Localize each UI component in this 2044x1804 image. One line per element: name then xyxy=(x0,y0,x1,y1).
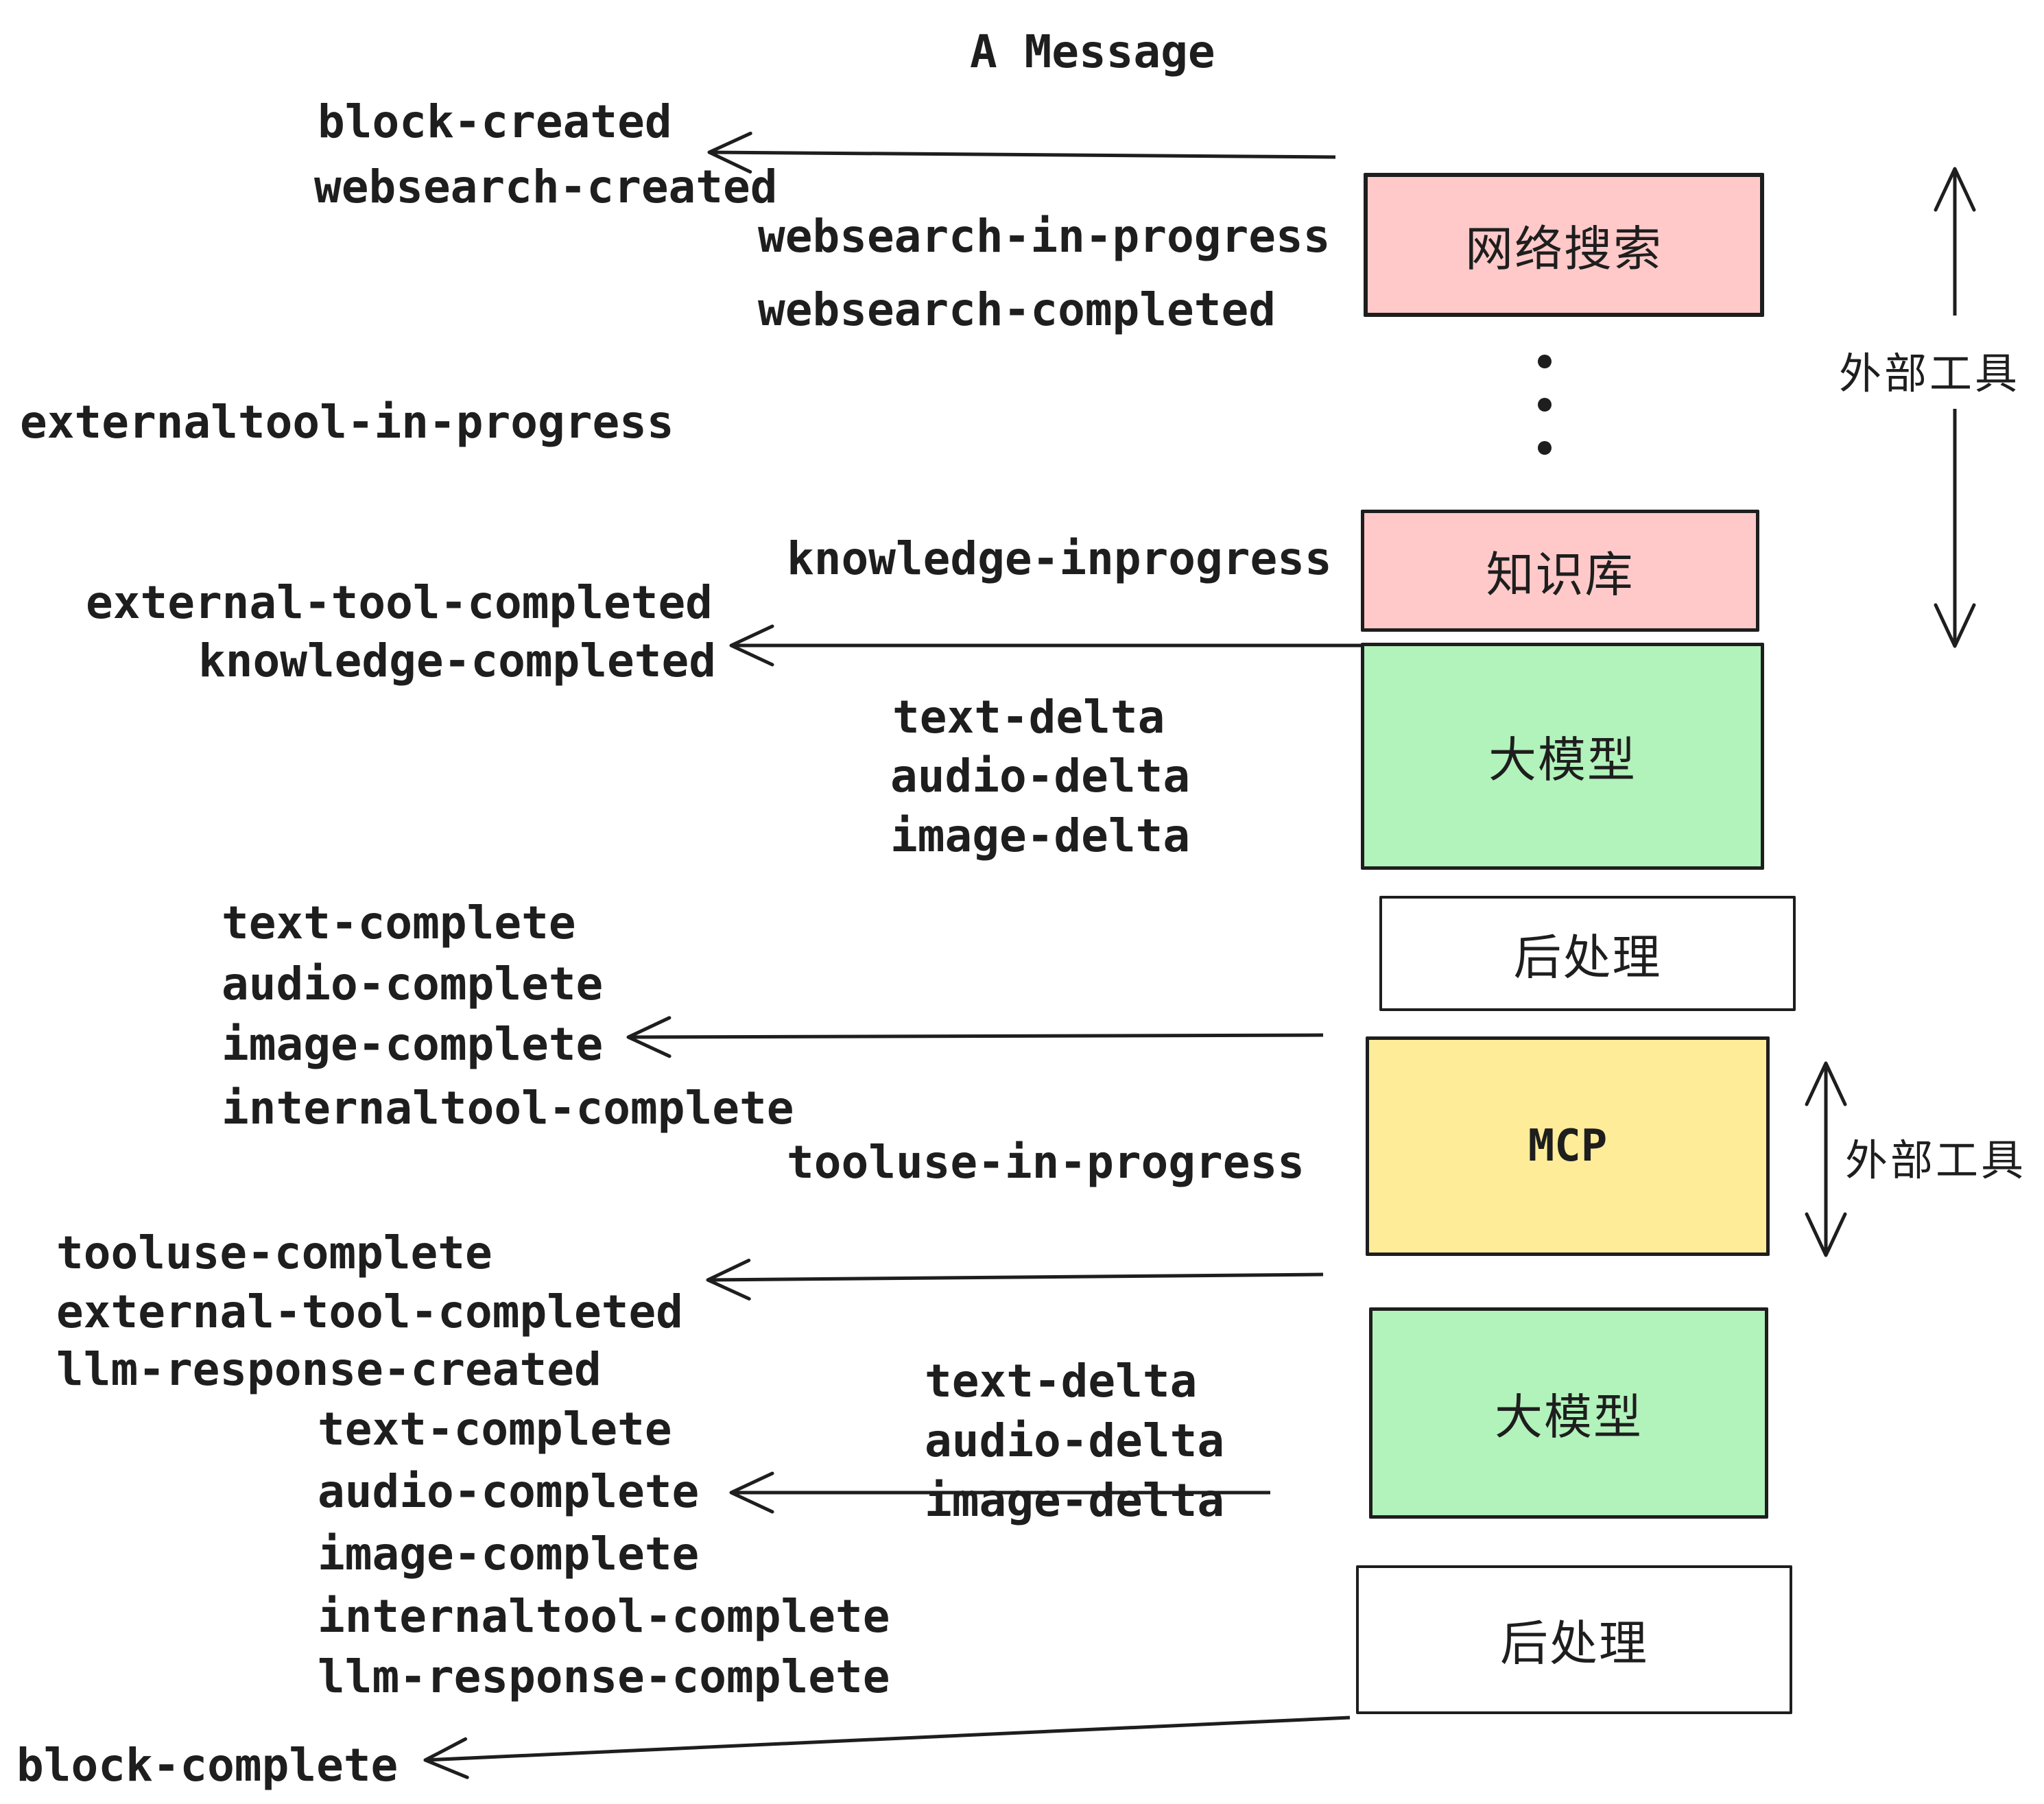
event-label-block-created: block-created xyxy=(318,95,672,148)
external-tool-label-bottom: 外部工具 xyxy=(1842,1126,2030,1187)
box-postprocess-2: 后处理 xyxy=(1356,1565,1792,1714)
event-label-audio-delta-2: audio-delta xyxy=(925,1414,1225,1467)
event-label-tooluse-complete: tooluse-complete xyxy=(56,1226,492,1279)
external-tool-label-top: 外部工具 xyxy=(1836,339,2023,401)
event-label-external-tool-completed-2: external-tool-completed xyxy=(56,1285,683,1338)
event-label-text-complete-2: text-complete xyxy=(318,1403,672,1456)
event-label-image-delta-1: image-delta xyxy=(890,809,1191,862)
event-label-tooluse-in-progress: tooluse-in-progress xyxy=(787,1136,1305,1189)
arrow-block-created xyxy=(707,131,1336,174)
event-label-websearch-completed: websearch-completed xyxy=(758,283,1276,336)
event-label-block-complete: block-complete xyxy=(16,1739,399,1792)
event-label-llm-response-complete: llm-response-complete xyxy=(318,1650,890,1703)
event-label-audio-complete-2: audio-complete xyxy=(318,1465,700,1518)
event-label-externaltool-in-progress: externaltool-in-progress xyxy=(20,396,674,449)
box-knowledge: 知识库 xyxy=(1361,510,1759,632)
event-label-knowledge-completed: knowledge-completed xyxy=(198,634,716,687)
event-label-audio-complete-1: audio-complete xyxy=(222,958,604,1010)
event-label-text-delta-1: text-delta xyxy=(892,691,1165,744)
page-title: A Message xyxy=(970,25,1215,78)
ellipsis-dots xyxy=(1538,355,1552,455)
box-llm-1: 大模型 xyxy=(1361,643,1764,870)
event-label-image-delta-2: image-delta xyxy=(925,1474,1225,1527)
event-label-internaltool-complete-2: internaltool-complete xyxy=(318,1590,890,1643)
box-mcp: MCP xyxy=(1366,1036,1770,1256)
box-llm-2: 大模型 xyxy=(1369,1307,1768,1519)
arrow-tooluse-complete xyxy=(706,1258,1324,1301)
event-label-image-complete-2: image-complete xyxy=(318,1528,700,1580)
event-label-websearch-created: websearch-created xyxy=(314,161,778,213)
event-label-audio-delta-1: audio-delta xyxy=(890,750,1191,803)
arrow-block-complete xyxy=(423,1716,1351,1779)
event-label-internaltool-complete-1: internaltool-complete xyxy=(222,1082,794,1135)
event-label-text-complete-1: text-complete xyxy=(222,897,576,949)
event-label-knowledge-inprogress: knowledge-inprogress xyxy=(787,532,1332,585)
event-label-text-delta-2: text-delta xyxy=(925,1355,1198,1408)
event-label-external-tool-completed-1: external-tool-completed xyxy=(86,576,713,629)
box-websearch: 网络搜索 xyxy=(1364,173,1764,317)
arrow-image-complete xyxy=(626,1016,1324,1058)
event-label-websearch-in-progress: websearch-in-progress xyxy=(758,210,1331,263)
box-postprocess-1: 后处理 xyxy=(1379,896,1796,1011)
event-label-image-complete-1: image-complete xyxy=(222,1018,604,1071)
event-label-llm-response-created: llm-response-created xyxy=(56,1343,602,1396)
